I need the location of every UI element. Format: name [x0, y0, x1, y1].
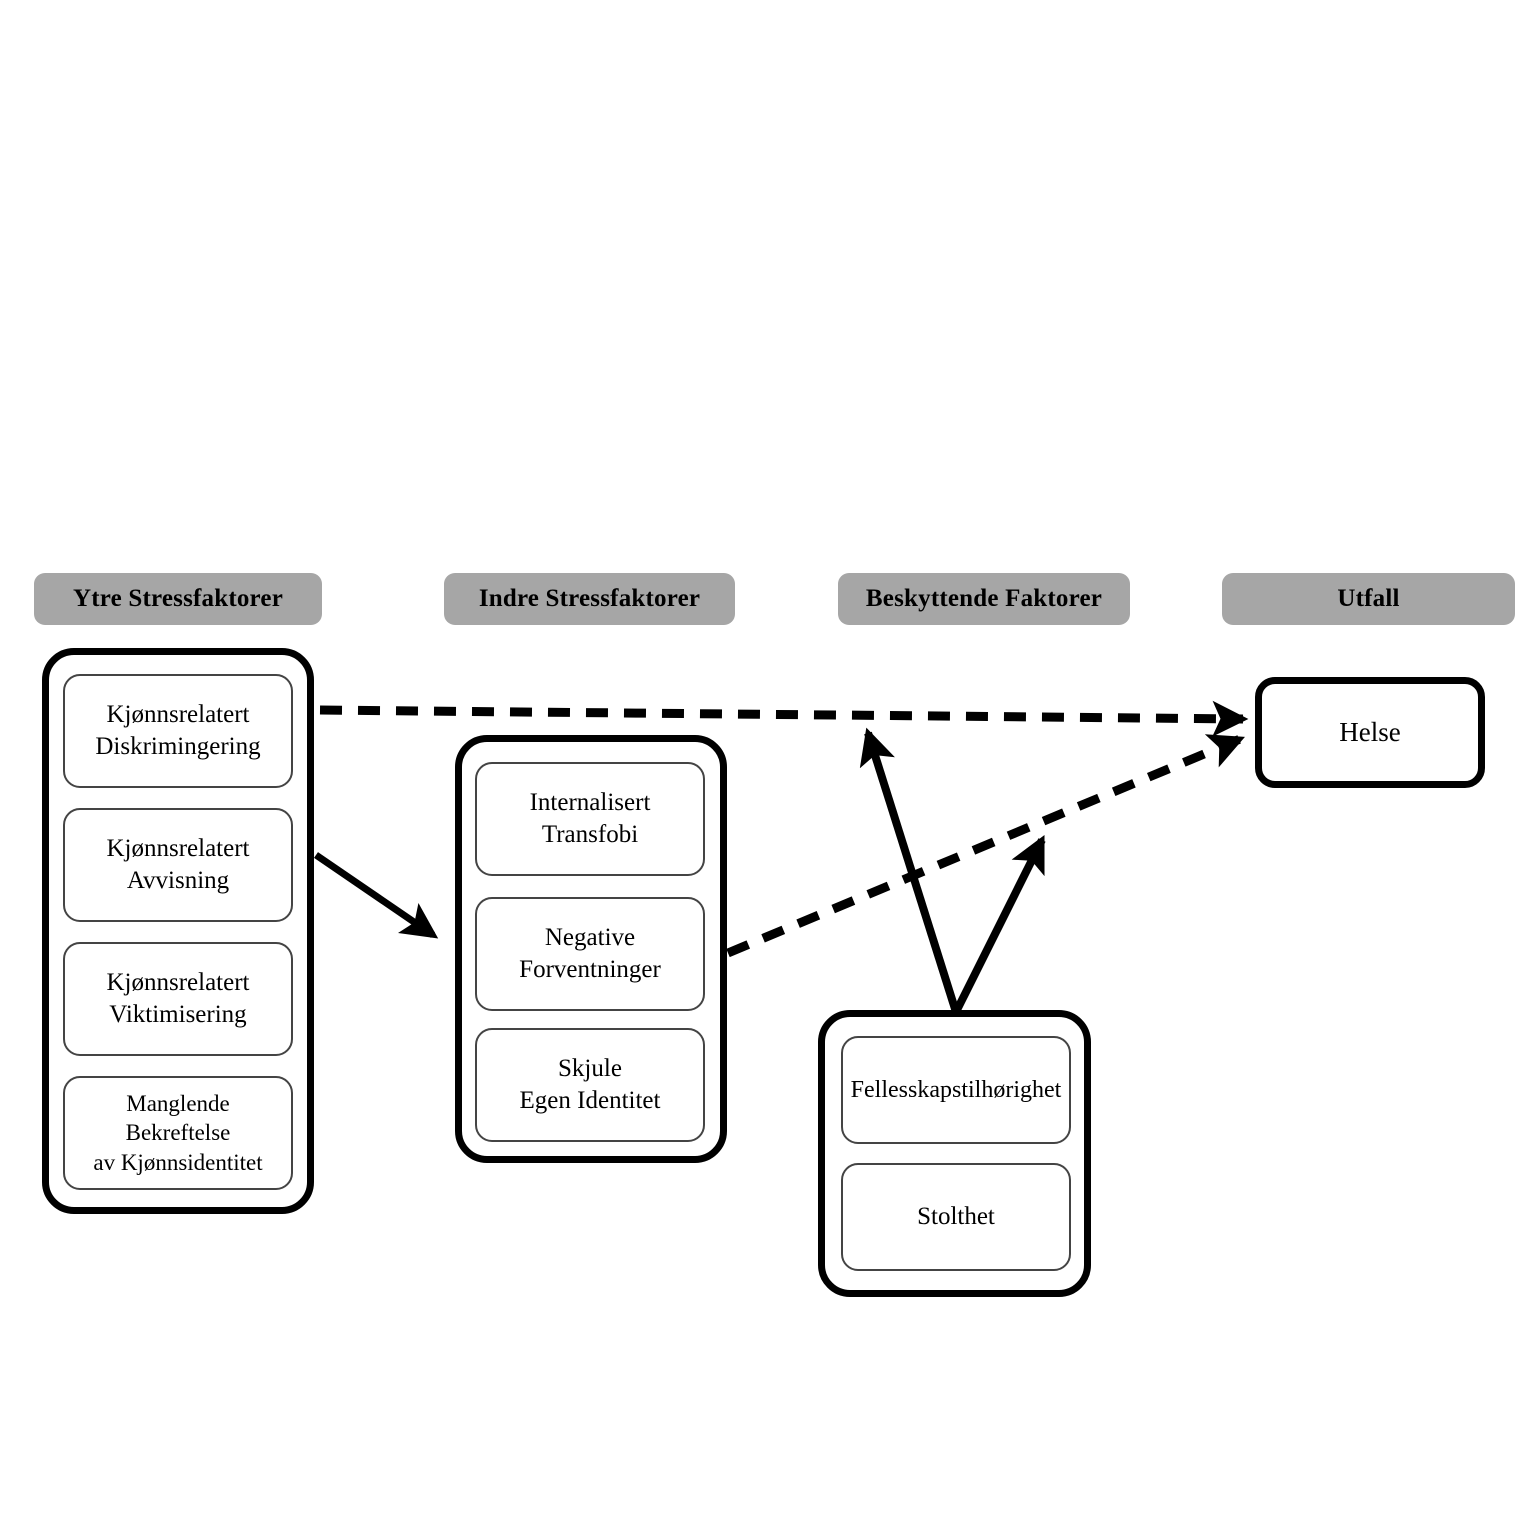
item-line-1: Kjønnsrelatert: [106, 835, 250, 862]
arrow-beskyttende-moderates-ytre-helse: [859, 727, 960, 1014]
item-line-1: Stolthet: [917, 1203, 995, 1230]
arrow-beskyttende-moderates-indre-helse: [952, 834, 1046, 1014]
item-box-kjonnsrelatert-diskrimingering[interactable]: Kjønnsrelatert Diskrimingering: [63, 674, 293, 788]
item-line-2: Transfobi: [541, 821, 639, 848]
item-box-skjule-egen-identitet[interactable]: Skjule Egen Identitet: [475, 1028, 705, 1142]
item-line-1: Kjønnsrelatert: [106, 701, 250, 728]
item-line-2: Egen Identitet: [519, 1087, 661, 1114]
outcome-box-helse[interactable]: Helse: [1255, 677, 1485, 788]
item-box-stolthet[interactable]: Stolthet: [841, 1163, 1071, 1271]
item-line-1: Negative: [544, 924, 636, 951]
item-box-internalisert-transfobi[interactable]: Internalisert Transfobi: [475, 762, 705, 876]
column-header-indre-stressfaktorer: Indre Stressfaktorer: [444, 573, 735, 625]
item-line-1: Skjule: [558, 1055, 622, 1082]
item-box-fellesskapstilhorighet[interactable]: Fellesskapstilhørighet: [841, 1036, 1071, 1144]
item-line-2: Avvisning: [126, 867, 230, 894]
column-header-ytre-stressfaktorer: Ytre Stressfaktorer: [34, 573, 322, 625]
item-box-kjonnsrelatert-avvisning[interactable]: Kjønnsrelatert Avvisning: [63, 808, 293, 922]
item-line-2: Diskrimingering: [95, 733, 261, 760]
item-line-1: Internalisert: [529, 789, 651, 816]
item-line-2: Forventninger: [519, 956, 661, 983]
item-line-1: Kjønnsrelatert: [106, 969, 250, 996]
item-line-2: av Kjønnsidentitet: [93, 1149, 263, 1175]
item-box-negative-forventninger[interactable]: Negative Forventninger: [475, 897, 705, 1011]
item-line-2: Viktimisering: [109, 1001, 247, 1028]
column-header-beskyttende-faktorer: Beskyttende Faktorer: [838, 573, 1130, 625]
outcome-label: Helse: [1339, 717, 1401, 747]
item-box-kjonnsrelatert-viktimisering[interactable]: Kjønnsrelatert Viktimisering: [63, 942, 293, 1056]
item-line-1: Fellesskapstilhørighet: [850, 1076, 1062, 1103]
column-header-utfall: Utfall: [1222, 573, 1515, 625]
arrow-ytre-to-indre: [314, 852, 439, 939]
arrow-ytre-to-helse: [319, 700, 1249, 737]
item-box-manglende-bekreftelse-av-kjonnsidentitet[interactable]: Manglende Bekreftelse av Kjønnsidentitet: [63, 1076, 293, 1190]
arrow-indre-to-helse: [726, 734, 1245, 958]
item-line-1: Manglende Bekreftelse: [125, 1090, 231, 1146]
